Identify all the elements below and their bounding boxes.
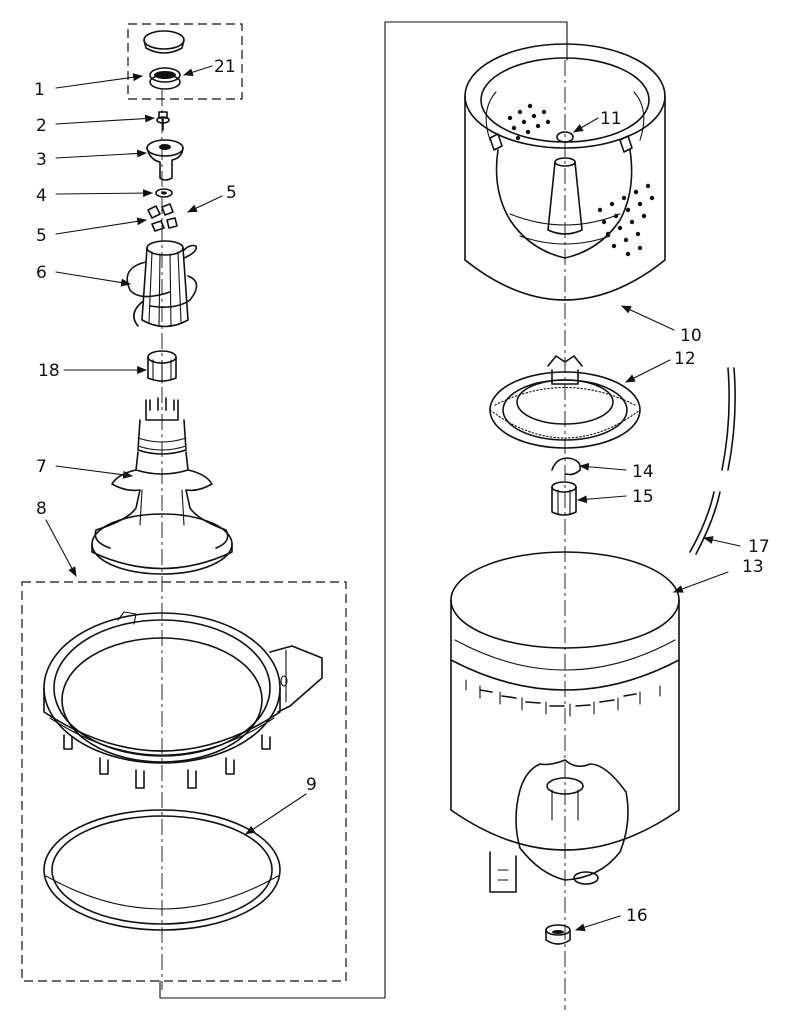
callout-5a: 5 (226, 183, 237, 203)
group-connector-line (159, 21, 568, 999)
callout-6: 6 (36, 263, 47, 283)
spanner-nut-clip (551, 457, 582, 476)
basket-perforations (507, 103, 655, 257)
cap-group-box (127, 23, 243, 100)
basket-drive-hub (489, 355, 641, 449)
agitator (126, 240, 198, 328)
callout-9: 9 (306, 775, 317, 795)
agitator-dogs (147, 203, 178, 232)
callout-12: 12 (674, 349, 696, 369)
tub-ring (43, 611, 323, 789)
outer-tub (450, 551, 680, 893)
callout-21: 21 (214, 57, 236, 77)
drain-hose (689, 367, 736, 555)
cap-ring (149, 67, 181, 90)
washer (155, 188, 173, 198)
agitator-base-shaft (91, 397, 233, 575)
callout-5b: 5 (36, 226, 47, 246)
agitator-cap (143, 30, 185, 54)
callout-8: 8 (36, 499, 47, 519)
callout-labels: 1 21 2 3 4 5 5 6 18 7 8 9 11 10 12 14 15… (34, 57, 770, 926)
callout-3: 3 (36, 150, 47, 170)
callout-18: 18 (38, 361, 60, 381)
callout-15: 15 (632, 487, 654, 507)
callout-13: 13 (742, 557, 764, 577)
wash-basket (464, 43, 666, 301)
cam-assembly (146, 139, 184, 181)
spanner-nut (551, 481, 577, 516)
callout-2: 2 (36, 116, 47, 136)
callout-16: 16 (626, 906, 648, 926)
leader-lines (45, 65, 741, 932)
callout-17: 17 (748, 537, 770, 557)
tub-seal (545, 924, 571, 945)
callout-7: 7 (36, 457, 47, 477)
drive-bell (147, 350, 177, 384)
bolt (156, 111, 170, 131)
tub-ring-group-box (21, 581, 347, 982)
callout-1: 1 (34, 80, 45, 100)
callout-10: 10 (680, 326, 702, 346)
callout-4: 4 (36, 186, 47, 206)
tub-ring-gasket (43, 809, 281, 931)
callout-11: 11 (600, 109, 622, 129)
callout-14: 14 (632, 462, 654, 482)
